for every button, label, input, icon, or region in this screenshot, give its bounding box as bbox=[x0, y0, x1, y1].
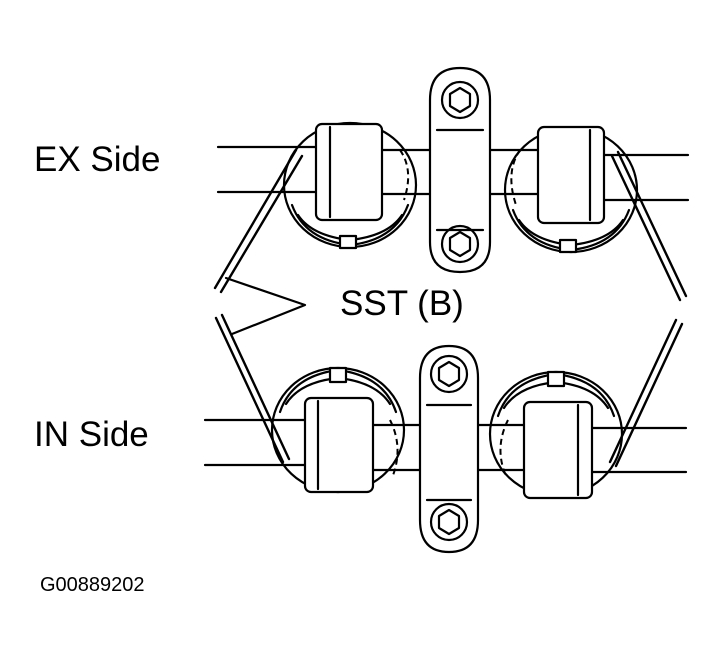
in-shaft-right bbox=[588, 426, 688, 474]
sst-b-tool bbox=[213, 148, 688, 468]
ex-right-gear bbox=[503, 125, 639, 254]
in-bearing-cap bbox=[418, 344, 480, 554]
ex-side-label: EX Side bbox=[34, 140, 161, 179]
in-shaft-middle bbox=[370, 423, 527, 472]
in-left-gear bbox=[270, 366, 406, 494]
ex-shaft-left bbox=[216, 145, 320, 194]
in-side-label: IN Side bbox=[34, 415, 149, 454]
sst-b-label: SST (B) bbox=[340, 284, 464, 323]
sst-b-leader-lines bbox=[224, 276, 307, 336]
in-camshaft-assembly bbox=[203, 344, 688, 554]
figure-code: G00889202 bbox=[40, 574, 145, 596]
ex-shaft-middle bbox=[380, 148, 542, 196]
ex-camshaft-assembly bbox=[216, 66, 690, 274]
in-right-gear bbox=[488, 370, 624, 500]
in-shaft-left bbox=[203, 418, 307, 467]
ex-bearing-cap bbox=[428, 66, 492, 274]
ex-shaft-right bbox=[601, 153, 690, 202]
ex-left-gear bbox=[282, 121, 418, 250]
